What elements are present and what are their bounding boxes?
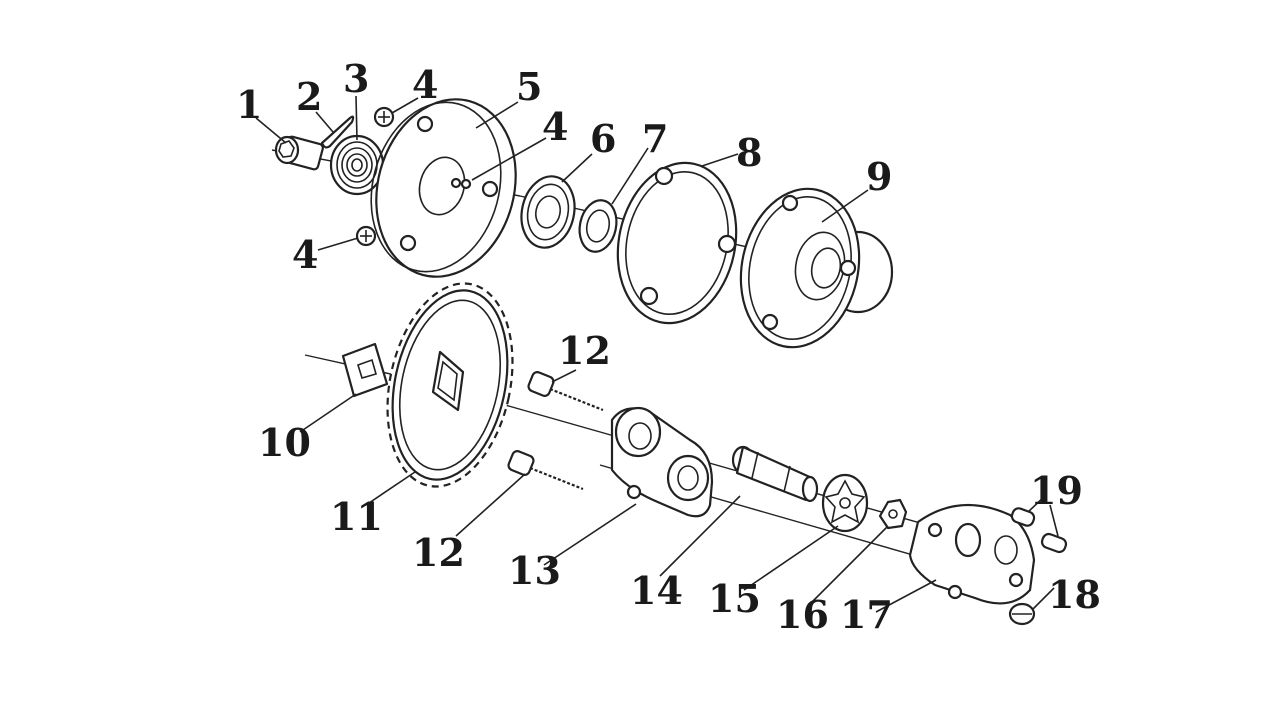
callout-12-top: 12 — [558, 328, 611, 373]
callout-4-top: 4 — [412, 62, 438, 107]
part-4-screw-top — [373, 106, 395, 128]
callout-14: 14 — [630, 568, 683, 613]
part-8-gasket — [616, 161, 738, 325]
callout-1: 1 — [236, 82, 262, 127]
callout-11: 11 — [330, 494, 383, 539]
part-2-clip — [320, 115, 355, 149]
callout-4-bottom: 4 — [292, 232, 318, 277]
part-13-pump-body — [610, 406, 714, 518]
callout-18: 18 — [1048, 572, 1101, 617]
part-6-bearing — [520, 175, 576, 249]
callout-labels: 1 2 3 4 5 4 6 7 8 9 4 12 10 11 12 13 14 … — [236, 56, 1101, 637]
part-4-screw-bottom — [355, 225, 377, 247]
callout-15: 15 — [708, 576, 761, 621]
part-12-stud-top — [527, 371, 604, 412]
part-3-spring — [329, 134, 385, 196]
callout-7: 7 — [642, 116, 668, 161]
callout-8: 8 — [736, 130, 762, 175]
part-12-stud-bottom — [507, 450, 584, 491]
part-15-rotor — [821, 473, 869, 533]
callout-9: 9 — [866, 154, 892, 199]
part-19-pin-bottom — [1040, 532, 1068, 554]
part-1-bolt — [274, 135, 324, 171]
part-18-plug — [1008, 602, 1036, 626]
callout-10: 10 — [258, 420, 311, 465]
callout-2: 2 — [296, 74, 322, 119]
callout-16: 16 — [776, 592, 829, 637]
callout-6: 6 — [590, 116, 616, 161]
callout-3: 3 — [343, 56, 369, 101]
part-17-end-plate — [908, 503, 1036, 605]
part-5-cover — [370, 98, 517, 278]
part-14-shaft — [731, 445, 819, 503]
callout-17: 17 — [840, 592, 893, 637]
callout-4-center: 4 — [542, 104, 568, 149]
callout-12-bottom: 12 — [412, 530, 465, 575]
part-19-pin-top — [1010, 507, 1036, 527]
leader-lines — [255, 95, 1059, 613]
part-11-gear — [386, 282, 514, 488]
part-16-inner-rotor — [878, 498, 908, 530]
callout-19: 19 — [1030, 468, 1083, 513]
callout-13: 13 — [508, 548, 561, 593]
part-7-washer — [578, 199, 618, 253]
part-10-plate — [341, 342, 389, 398]
callout-5: 5 — [516, 64, 542, 109]
part-9-housing — [739, 187, 894, 349]
